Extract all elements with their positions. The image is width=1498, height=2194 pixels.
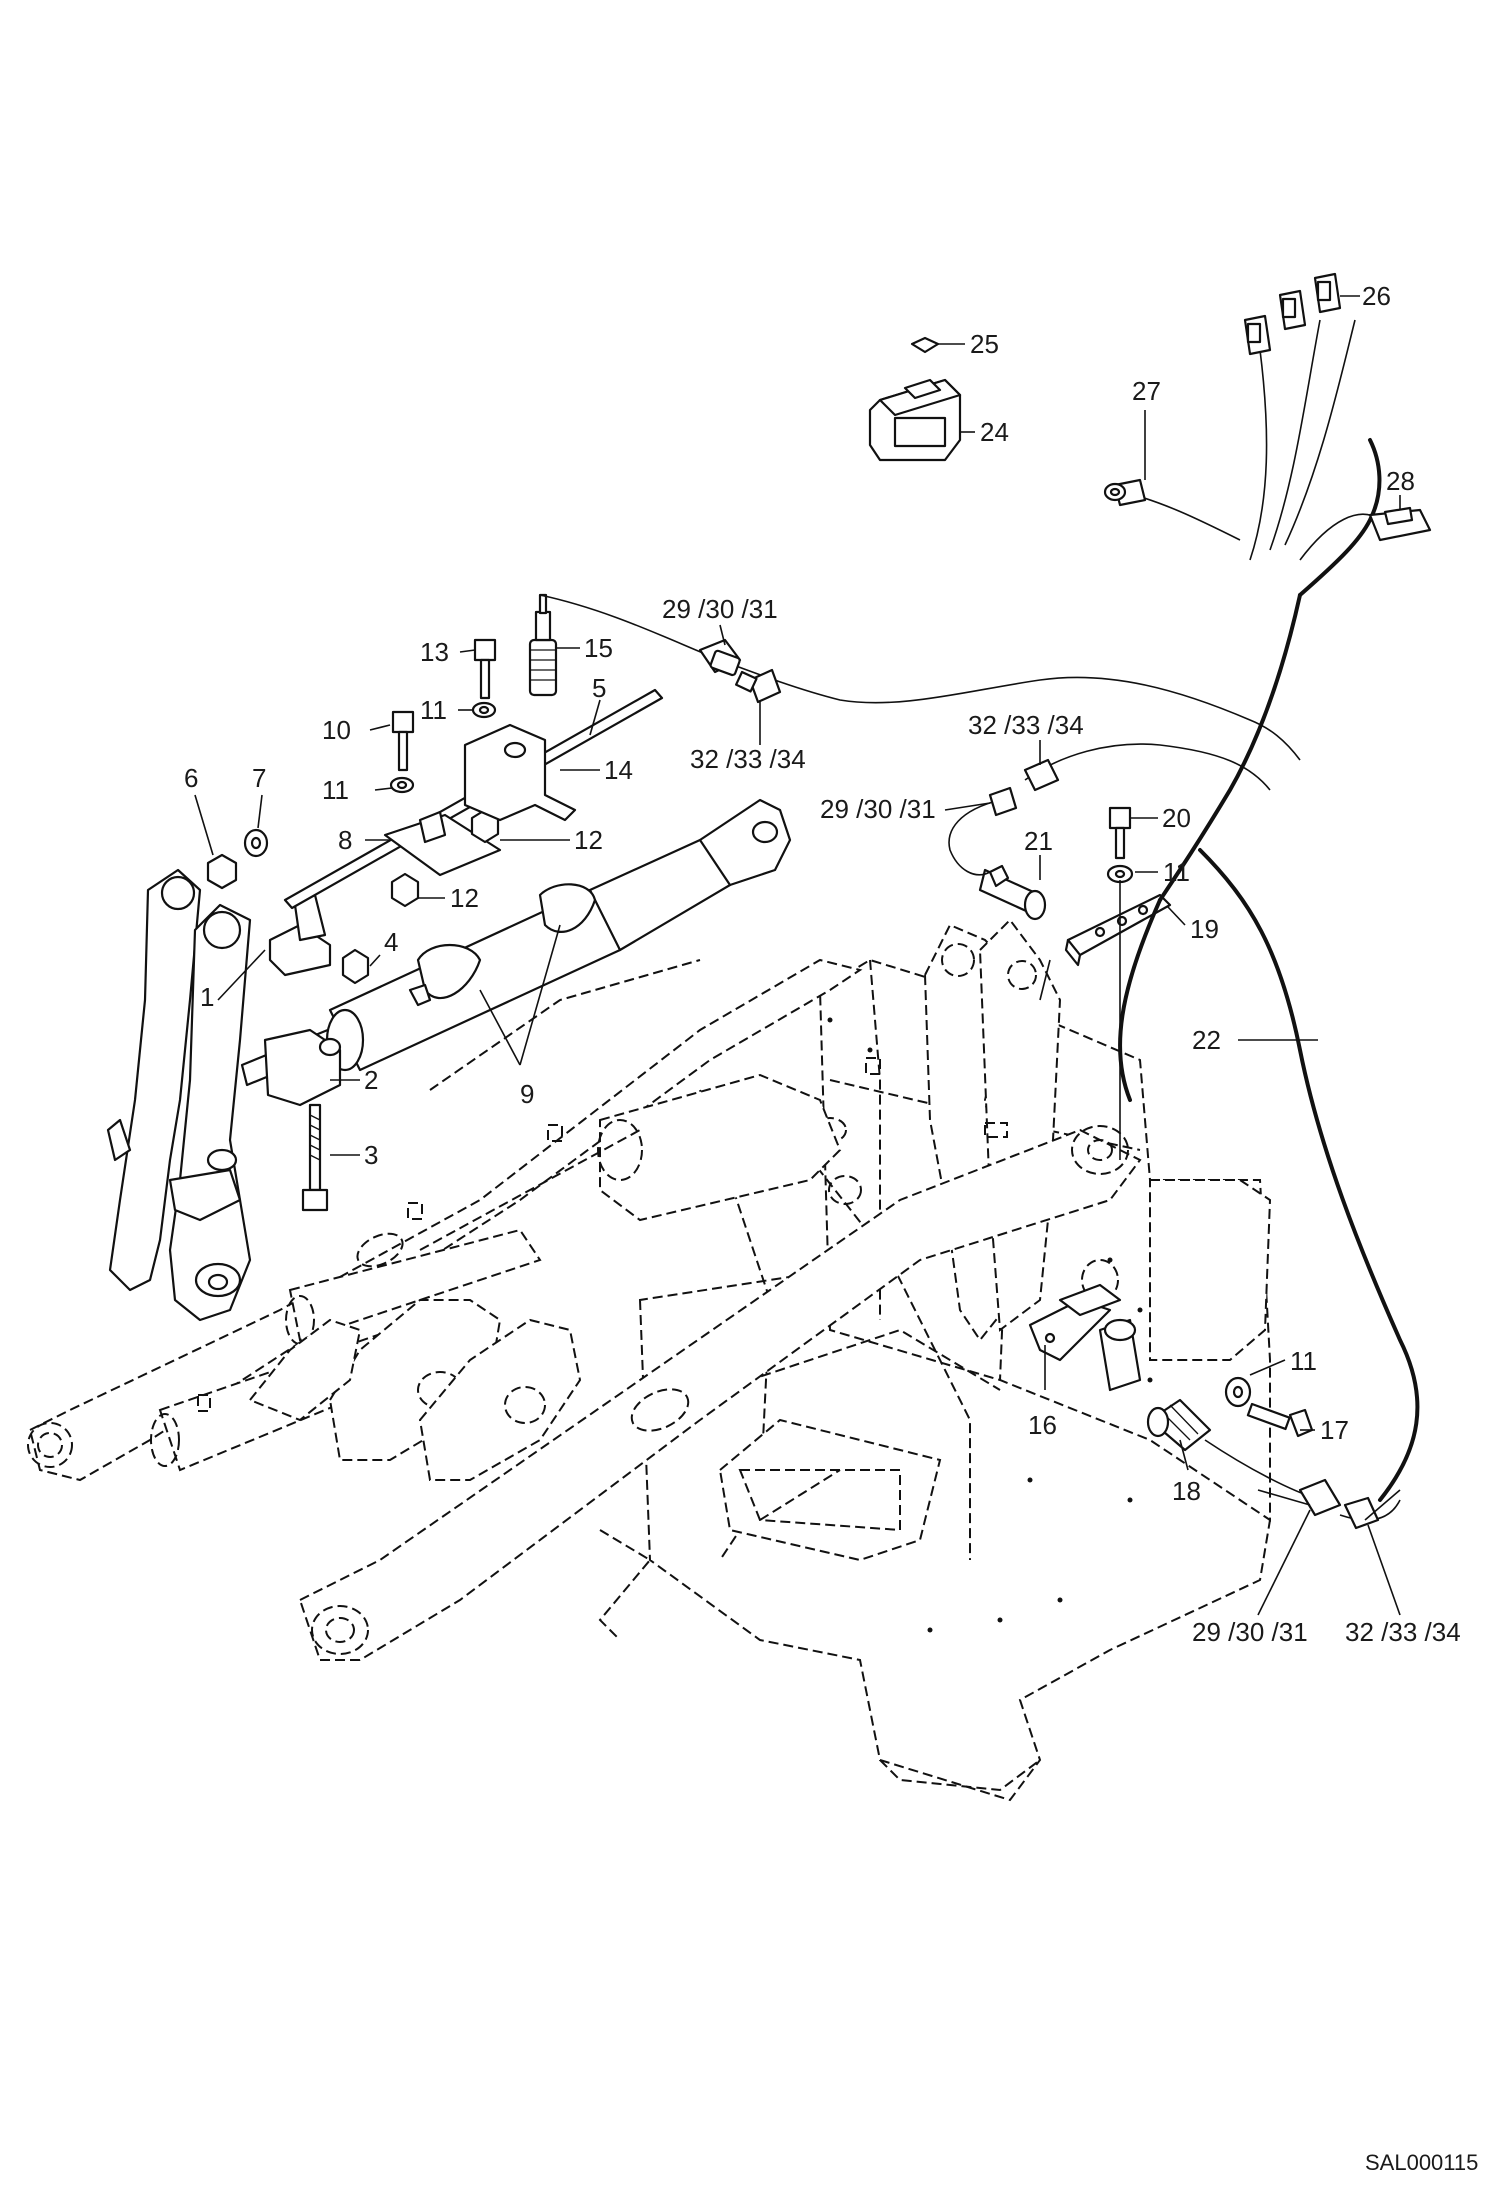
connector-upper-29: [698, 638, 742, 677]
washer-11b: [471, 701, 497, 719]
loader-frame: [598, 918, 1272, 1802]
callout-26: 26: [1362, 281, 1391, 311]
nut-4: [341, 948, 370, 985]
ring-terminal-27: [1103, 478, 1147, 507]
wiring-harness: [539, 319, 1420, 1521]
left-linkage: [106, 868, 252, 1322]
bolt-13: [473, 638, 497, 700]
callout-15: 15: [584, 633, 613, 663]
terminal-28: [1368, 506, 1432, 542]
sensor-18: [1146, 1398, 1212, 1452]
bolt-3: [301, 1103, 329, 1212]
cap-25: [910, 336, 940, 354]
callout-11a: 11: [322, 775, 349, 805]
callout-7: 7: [252, 763, 266, 793]
bolt-20: [1108, 806, 1132, 860]
bolt-10: [391, 710, 415, 772]
callout-5: 5: [592, 673, 606, 703]
washer-11c: [1106, 864, 1134, 884]
connector-mid-29: [988, 786, 1018, 817]
callout-32c: 32 /33 /34: [1345, 1617, 1461, 1647]
callout-12b: 12: [450, 883, 479, 913]
connector-upper-32: [734, 668, 782, 704]
callout-4: 4: [384, 927, 398, 957]
leader-32c-long: [1367, 1524, 1401, 1616]
sensor-15: [528, 593, 558, 697]
tube-stub: [1098, 1318, 1142, 1392]
connector-lower-29: [1298, 1478, 1342, 1517]
callout-27: 27: [1132, 376, 1161, 406]
callout-17: 17: [1320, 1415, 1349, 1445]
callout-25: 25: [970, 329, 999, 359]
sensor-21: [978, 864, 1047, 921]
callout-3: 3: [364, 1140, 378, 1170]
callout-6: 6: [184, 763, 198, 793]
callout-1: 1: [200, 982, 214, 1012]
callout-14: 14: [604, 755, 633, 785]
callout-2: 2: [364, 1065, 378, 1095]
bracket-14: [463, 723, 577, 822]
callout-24: 24: [980, 417, 1009, 447]
loader-arms: [27, 958, 1142, 1661]
washer-7: [243, 828, 269, 858]
plate-8: [383, 810, 502, 877]
terminals-26: [1243, 272, 1342, 356]
callout-11c: 11: [1163, 857, 1190, 887]
drawing-reference: SAL000115: [1365, 2150, 1478, 2175]
callout-11d: 11: [1290, 1346, 1317, 1376]
callout-32a: 32 /33 /34: [690, 744, 806, 774]
callout-21: 21: [1024, 826, 1053, 856]
connector-mid-32: [1023, 758, 1060, 792]
nut-12b: [390, 872, 420, 908]
callout-labels: 1 2 3 4 5 6 7 8 9 10 11 11 11 11 12 12 1…: [184, 281, 1461, 1647]
nut-6: [206, 853, 238, 890]
bracket-19: [1064, 893, 1172, 967]
callout-13: 13: [420, 637, 449, 667]
connector-lower-32: [1343, 1496, 1380, 1530]
callout-28: 28: [1386, 466, 1415, 496]
washer-11d: [1224, 1376, 1252, 1408]
callout-29a: 29 /30 /31: [662, 594, 778, 624]
callout-11b: 11: [420, 695, 447, 725]
callout-9: 9: [520, 1079, 534, 1109]
callout-16: 16: [1028, 1410, 1057, 1440]
callout-19: 19: [1190, 914, 1219, 944]
callout-32b: 32 /33 /34: [968, 710, 1084, 740]
bracket-16: [1028, 1283, 1122, 1362]
callout-20: 20: [1162, 803, 1191, 833]
callout-8: 8: [338, 825, 352, 855]
washer-11a: [389, 776, 415, 794]
callout-29c: 29 /30 /31: [1192, 1617, 1308, 1647]
switch-24: [868, 378, 962, 462]
cylinder-assembly: [240, 798, 792, 1107]
callout-29b: 29 /30 /31: [820, 794, 936, 824]
callout-10: 10: [322, 715, 351, 745]
callout-22: 22: [1192, 1025, 1221, 1055]
leader-lines: [194, 295, 1401, 1521]
callout-12a: 12: [574, 825, 603, 855]
leader-29c-long: [1257, 1509, 1311, 1616]
callout-18: 18: [1172, 1476, 1201, 1506]
